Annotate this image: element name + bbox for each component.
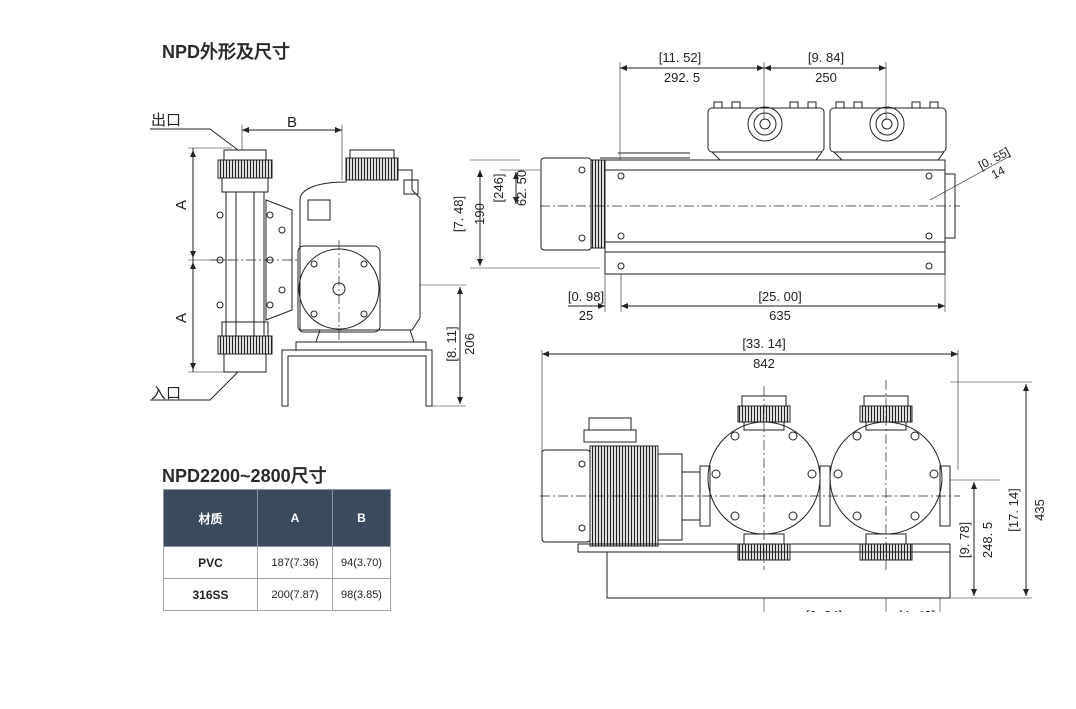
col-header-b: B bbox=[332, 489, 391, 547]
top-dim-flange-mm: 14 bbox=[989, 163, 1008, 182]
cell-b: 94(3.70) bbox=[332, 546, 391, 579]
dim-a-bottom: A bbox=[173, 313, 190, 323]
top-dim-length-in: [25. 00] bbox=[758, 289, 801, 304]
spec-table: 材质 A B PVC 187(7.36) 94(3.70) 316SS 200(… bbox=[163, 489, 391, 611]
col-header-a: A bbox=[257, 489, 333, 547]
top-dim-offset-in: [0. 98] bbox=[568, 289, 604, 304]
table-row: PVC 187(7.36) 94(3.70) bbox=[163, 546, 391, 579]
front-view: [33. 14] 842 bbox=[540, 336, 1047, 623]
front-dim-base-in: [9. 78] bbox=[957, 522, 972, 558]
front-dim-height-mm: 435 bbox=[1032, 499, 1047, 521]
top-dim-length-mm: 635 bbox=[769, 308, 791, 323]
top-dim-right-mm: 250 bbox=[815, 70, 837, 85]
cell-a: 200(7.87) bbox=[257, 578, 333, 611]
front-dim-total-in: [33. 14] bbox=[742, 336, 785, 351]
pump-head-2 bbox=[829, 101, 947, 161]
top-dim-height-in: [7. 48] bbox=[451, 196, 466, 232]
table-header-row: 材质 A B bbox=[163, 489, 391, 547]
table-row: 316SS 200(7.87) 98(3.85) bbox=[163, 578, 391, 611]
drawing-title: NPD外形及尺寸 bbox=[162, 42, 291, 62]
top-dim-motor-in: [246] bbox=[491, 174, 506, 203]
dim-a-top: A bbox=[173, 200, 190, 210]
top-dim-offset-mm: 25 bbox=[579, 308, 593, 323]
col-header-material: 材质 bbox=[163, 489, 258, 547]
top-dim-height-mm: 190 bbox=[472, 203, 487, 225]
cell-b: 98(3.85) bbox=[332, 578, 391, 611]
top-dim-motor-mm: 62. 50 bbox=[514, 170, 529, 206]
top-dim-left-in: [11. 52] bbox=[659, 50, 701, 65]
top-view: [11. 52] 292. 5 [9. 84] 250 bbox=[451, 50, 1012, 323]
side-view: 出口 入口 A A B bbox=[150, 112, 477, 407]
front-dim-height-in: [17. 14] bbox=[1006, 488, 1021, 531]
inlet-label: 入口 bbox=[151, 385, 181, 402]
front-dim-base-mm: 248. 5 bbox=[980, 522, 995, 558]
cell-a: 187(7.36) bbox=[257, 546, 333, 579]
cell-material: 316SS bbox=[163, 578, 258, 611]
spec-title: NPD2200~2800尺寸 bbox=[162, 466, 327, 486]
front-dim-total-mm: 842 bbox=[753, 356, 775, 371]
outlet-label: 出口 bbox=[151, 112, 181, 129]
side-dim-height-in: [8. 11] bbox=[444, 326, 459, 361]
cell-material: PVC bbox=[163, 546, 258, 579]
side-dim-height-mm: 206 bbox=[462, 333, 477, 355]
top-dim-right-in: [9. 84] bbox=[808, 50, 844, 65]
top-dim-left-mm: 292. 5 bbox=[664, 70, 700, 85]
pump-head-1 bbox=[707, 101, 825, 161]
dim-b: B bbox=[287, 114, 297, 131]
